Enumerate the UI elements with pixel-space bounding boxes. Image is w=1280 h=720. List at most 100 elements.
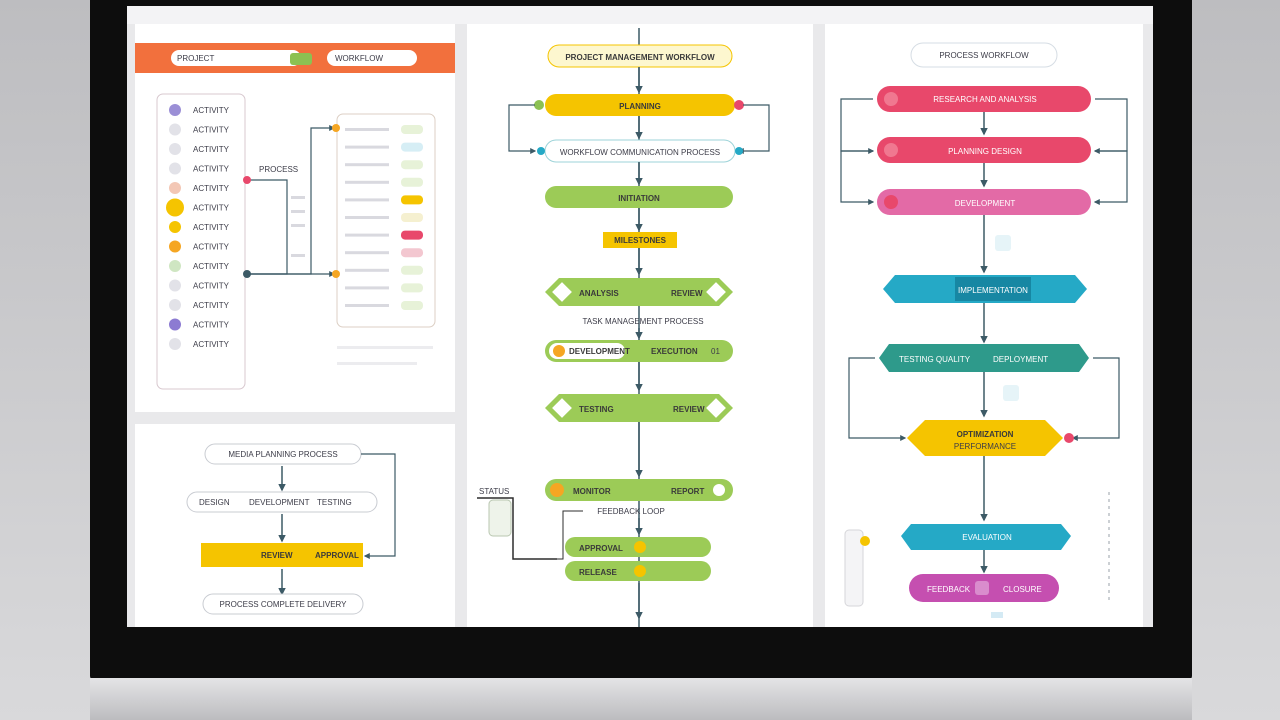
activity-list-item[interactable]: ACTIVITY — [193, 145, 230, 154]
flow-step-4-label: PROCESS COMPLETE DELIVERY — [220, 600, 348, 609]
step-development-a: DEVELOPMENT — [569, 347, 630, 356]
flow-step-3a: REVIEW — [261, 551, 293, 560]
branch-label: STATUS — [479, 487, 509, 496]
note-task-management: TASK MANAGEMENT PROCESS — [582, 317, 703, 326]
activity-list-item[interactable]: ACTIVITY — [193, 321, 230, 330]
monitor-stand — [90, 678, 1192, 720]
panel-left-top: PROJECT WORKFLOW ACTIVITY ACTIVITY ACTIVIT… — [135, 24, 455, 412]
right-loop-right-2 — [1093, 150, 1128, 205]
row-evaluation[interactable] — [901, 524, 1071, 550]
checklist-chip[interactable] — [401, 213, 423, 222]
activity-list-item[interactable]: ACTIVITY — [193, 262, 230, 271]
right-branch-right — [1071, 357, 1120, 441]
panel-middle: PROJECT MANAGEMENT WORKFLOW PLANNING WOR… — [467, 24, 813, 627]
checklist-chip[interactable] — [401, 160, 423, 170]
tab-workflow-label: WORKFLOW — [335, 54, 383, 63]
right-title: PROCESS WORKFLOW — [939, 51, 1029, 60]
panel-left-bottom: MEDIA PLANNING PROCESS DESIGN DEVELOPMEN… — [135, 424, 455, 627]
flow-step-3[interactable] — [201, 543, 363, 567]
row-planning[interactable] — [877, 137, 1091, 163]
checklist-line — [345, 145, 389, 149]
decision-analysis[interactable] — [545, 278, 733, 306]
activity-list-item[interactable]: ACTIVITY — [193, 106, 230, 115]
info-icon-2 — [1003, 385, 1019, 401]
row-research[interactable] — [877, 86, 1091, 112]
decision-analysis-b: REVIEW — [671, 289, 703, 298]
row-evaluation-label: EVALUATION — [962, 533, 1012, 542]
checklist-chip[interactable] — [401, 142, 423, 152]
hex-optimization-label: OPTIMIZATION — [957, 430, 1014, 439]
activity-list-item[interactable]: ACTIVITY — [193, 301, 230, 310]
right-loop-left-2 — [840, 150, 875, 205]
flow-step-3b: APPROVAL — [315, 551, 359, 560]
activity-list-item[interactable]: ACTIVITY — [193, 165, 230, 174]
checklist-chip[interactable] — [401, 125, 423, 134]
panel-right: PROCESS WORKFLOW RESEARCH AND ANALYSIS P… — [825, 24, 1143, 627]
activity-list-item[interactable]: ACTIVITY — [193, 282, 230, 291]
flow-step-2a: DESIGN — [199, 498, 230, 507]
tab-project[interactable] — [171, 50, 301, 66]
workflow-canvas: PROJECT WORKFLOW ACTIVITY ACTIVITY ACTIVIT… — [127, 6, 1153, 627]
hex-implementation-label: IMPLEMENTATION — [958, 286, 1028, 295]
checklist-line — [345, 304, 389, 307]
checklist-chip[interactable] — [401, 248, 423, 258]
right-title-box — [910, 42, 1058, 68]
pen-icon[interactable] — [290, 53, 312, 65]
row-closure-a: FEEDBACK — [927, 585, 971, 594]
step-initiation-label: INITIATION — [618, 194, 660, 203]
right-branch-left — [848, 357, 907, 441]
flow-step-4[interactable] — [202, 593, 364, 615]
checklist-line — [345, 216, 389, 219]
step-development-c: 01 — [711, 347, 720, 356]
checklist-chip[interactable] — [401, 177, 423, 187]
milestones-tag-label: MILESTONES — [614, 236, 667, 245]
decision-testing-a: TESTING — [579, 405, 614, 414]
activity-list-item[interactable]: ACTIVITY — [193, 204, 230, 213]
decision-analysis-a: ANALYSIS — [579, 289, 619, 298]
decision-testing[interactable] — [545, 394, 733, 422]
checklist-chip[interactable] — [401, 230, 423, 240]
checklist-chip[interactable] — [401, 195, 423, 205]
tab-workflow[interactable] — [327, 50, 417, 66]
pill-approval-label: APPROVAL — [579, 544, 623, 553]
step-initiation[interactable] — [545, 186, 733, 208]
tab-project-label: PROJECT — [177, 54, 214, 63]
info-icon-1 — [995, 235, 1011, 251]
hex-optimization[interactable] — [907, 420, 1063, 456]
checklist-line — [345, 251, 389, 255]
row-testing[interactable] — [879, 344, 1089, 372]
checklist-line — [345, 233, 389, 237]
step-planning[interactable] — [545, 94, 735, 116]
activity-dot — [169, 240, 181, 253]
loop-right — [737, 104, 770, 154]
checklist-line — [345, 268, 389, 272]
checklist-line — [345, 163, 389, 167]
step-monitor-b: REPORT — [671, 487, 704, 496]
row-testing-b: DEPLOYMENT — [993, 355, 1048, 364]
step-monitor[interactable] — [545, 479, 733, 501]
checklist-chip[interactable] — [401, 283, 423, 293]
activity-dot — [169, 104, 181, 116]
checklist-chip[interactable] — [401, 301, 423, 310]
row-development[interactable] — [877, 189, 1091, 215]
row-closure-b: CLOSURE — [1003, 585, 1042, 594]
screen: PROJECT WORKFLOW ACTIVITY ACTIVITY ACTIVIT… — [127, 6, 1153, 627]
device-icon — [488, 499, 512, 537]
activity-list-item[interactable]: ACTIVITY — [193, 340, 230, 349]
decision-testing-b: REVIEW — [673, 405, 705, 414]
activity-list-item[interactable]: ACTIVITY — [193, 223, 230, 232]
loop-left — [508, 104, 537, 154]
flow-step-2[interactable] — [186, 491, 378, 513]
hex-optimization-sub: PERFORMANCE — [954, 442, 1016, 451]
activity-dot — [169, 318, 181, 331]
checklist-line — [345, 198, 389, 202]
checklist-chip[interactable] — [401, 265, 423, 275]
activity-list-item[interactable]: ACTIVITY — [193, 243, 230, 252]
milestones-tag[interactable] — [603, 232, 677, 248]
step-communication-label: WORKFLOW COMMUNICATION PROCESS — [560, 148, 720, 157]
activity-dot — [169, 338, 181, 350]
step-monitor-a: MONITOR — [573, 487, 611, 496]
flow-step-2c: TESTING — [317, 498, 352, 507]
activity-list-item[interactable]: ACTIVITY — [193, 184, 230, 193]
activity-list-item[interactable]: ACTIVITY — [193, 126, 230, 135]
